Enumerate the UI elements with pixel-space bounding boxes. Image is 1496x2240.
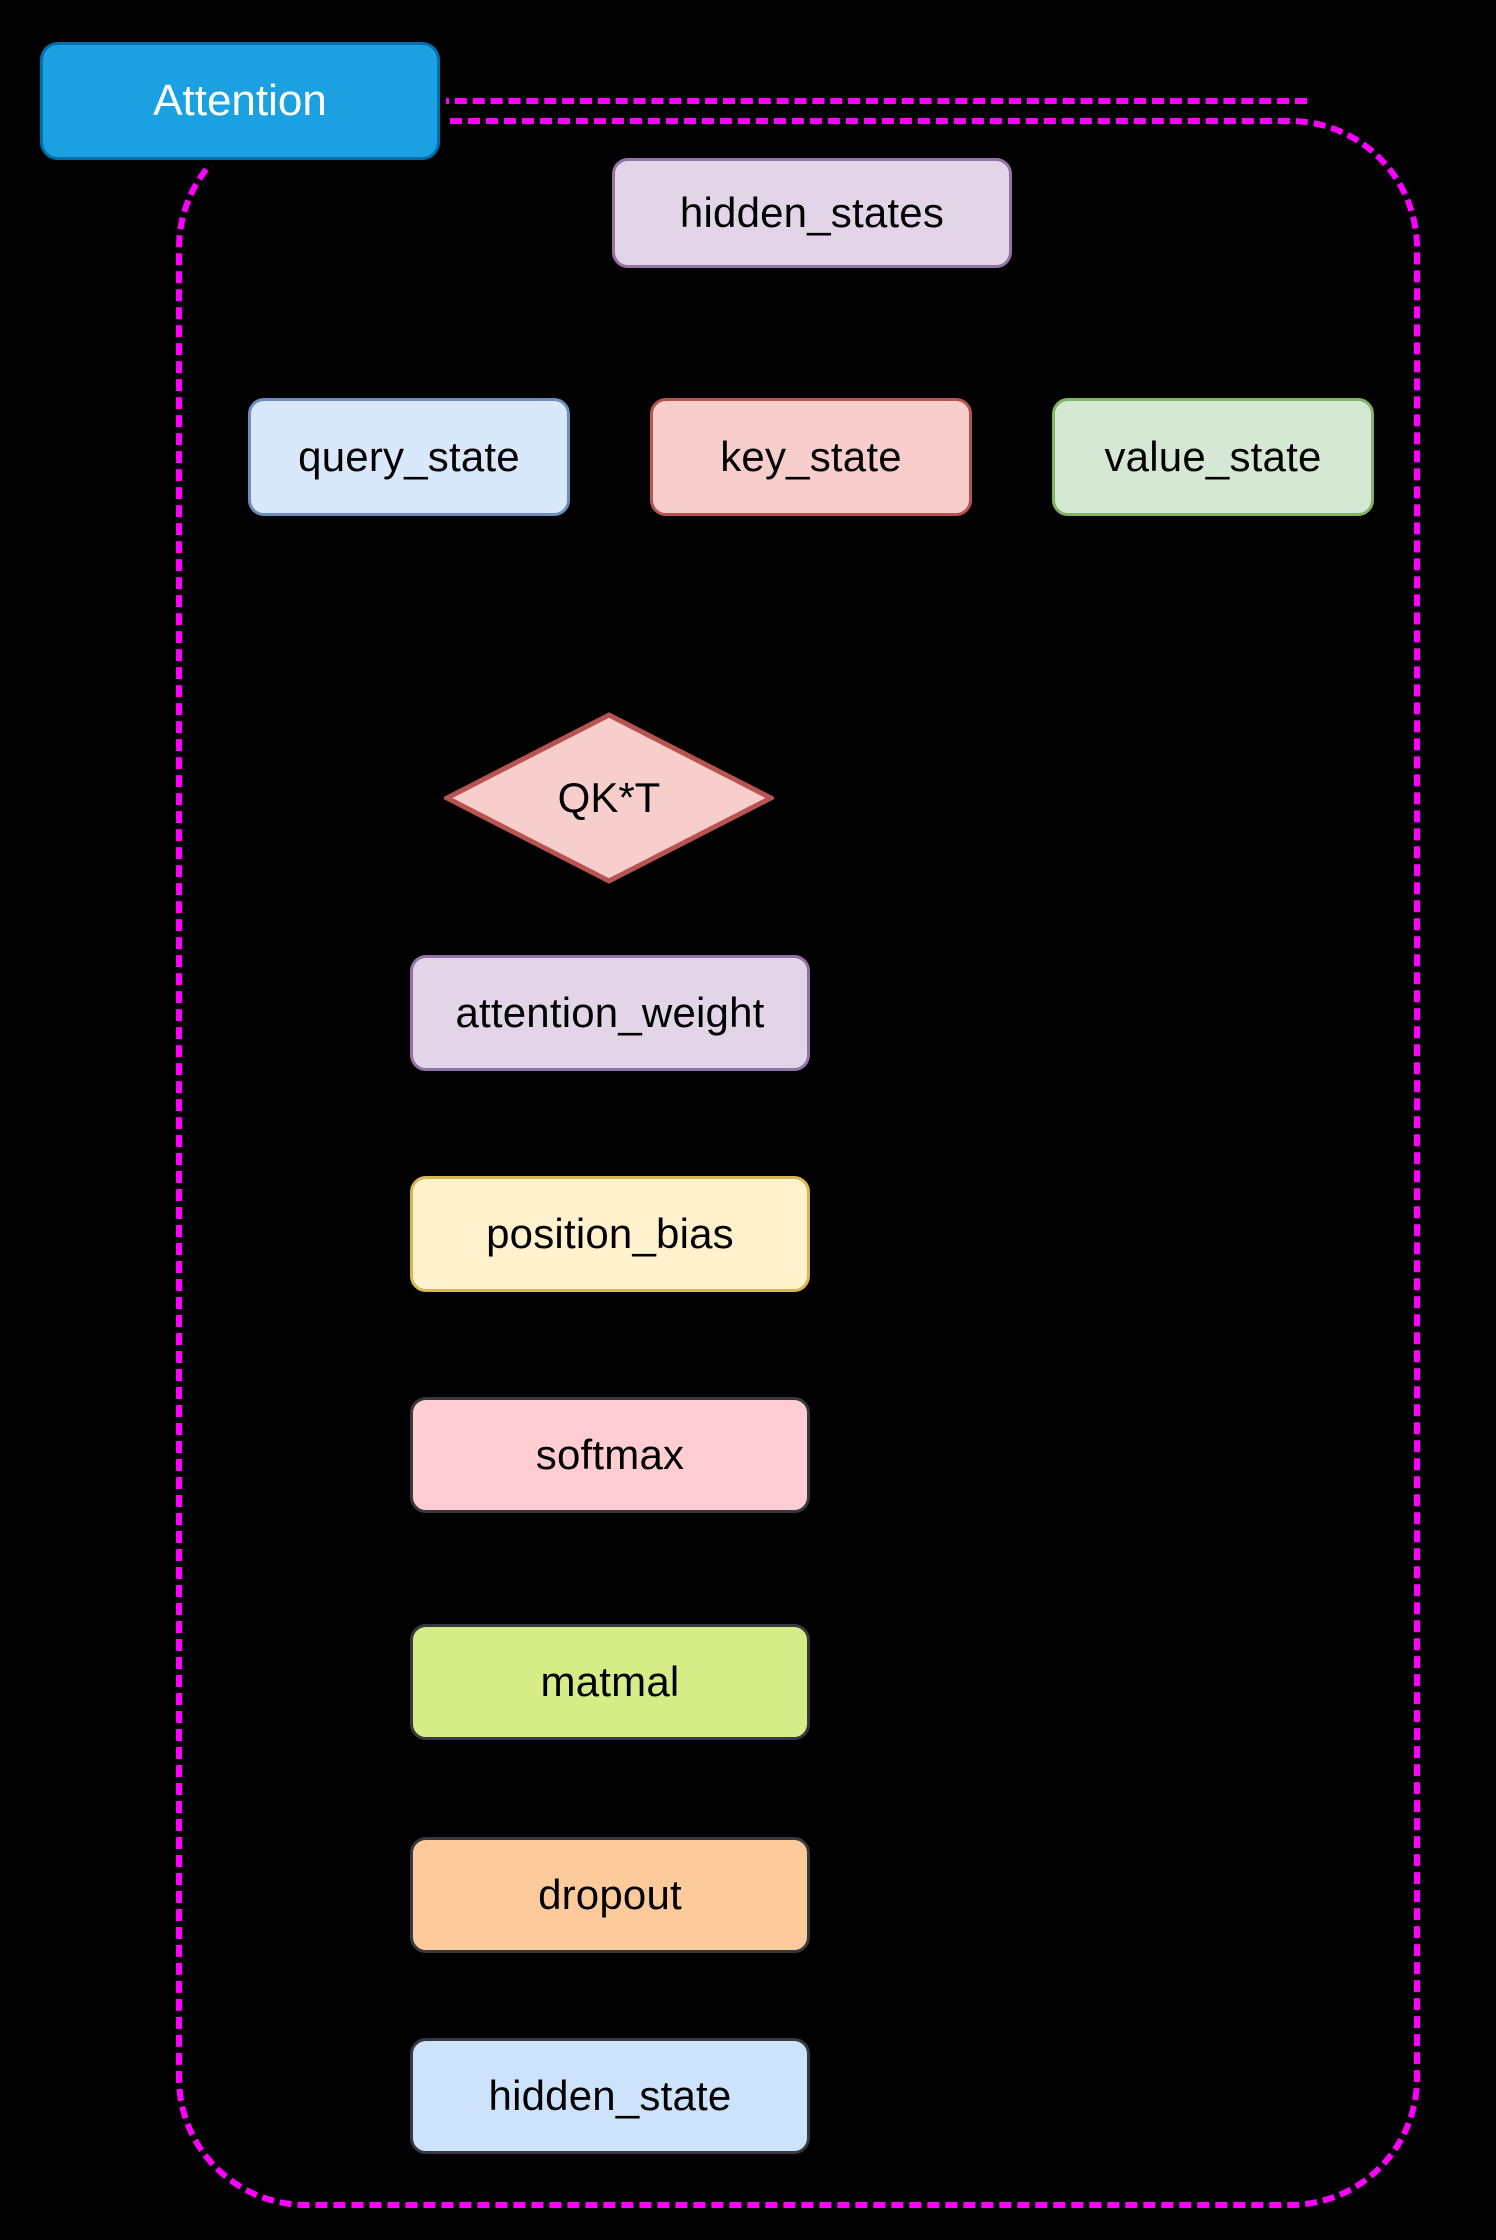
node-dropout-label: dropout — [538, 1870, 682, 1918]
node-hidden-states-label: hidden_states — [679, 188, 945, 236]
node-softmax[interactable]: softmax — [410, 1397, 810, 1513]
node-hidden-states[interactable]: hidden_states — [612, 158, 1012, 268]
node-query-state[interactable]: query_state — [248, 398, 570, 516]
attention-group-connector-line — [437, 98, 1307, 104]
node-hidden-state[interactable]: hidden_state — [410, 2038, 810, 2154]
node-position-bias-label: position_bias — [486, 1209, 734, 1257]
node-qkt[interactable]: QK*T — [444, 712, 774, 884]
node-dropout[interactable]: dropout — [410, 1837, 810, 1953]
node-value-state[interactable]: value_state — [1052, 398, 1374, 516]
node-matmal-label: matmal — [540, 1657, 680, 1705]
node-key-state-label: key_state — [720, 432, 902, 480]
diamond-shape-icon — [444, 712, 774, 884]
node-attention-weight-label: attention_weight — [455, 988, 765, 1036]
node-qkt-label: QK*T — [557, 774, 661, 821]
node-matmal[interactable]: matmal — [410, 1624, 810, 1740]
attention-group-label[interactable]: Attention — [40, 42, 440, 160]
node-value-state-label: value_state — [1104, 432, 1322, 480]
node-softmax-label: softmax — [535, 1430, 685, 1478]
node-position-bias[interactable]: position_bias — [410, 1176, 810, 1292]
node-key-state[interactable]: key_state — [650, 398, 972, 516]
node-attention-weight[interactable]: attention_weight — [410, 955, 810, 1071]
node-query-state-label: query_state — [298, 432, 520, 480]
node-hidden-state-label: hidden_state — [488, 2071, 732, 2119]
attention-group-label-text: Attention — [153, 76, 327, 125]
